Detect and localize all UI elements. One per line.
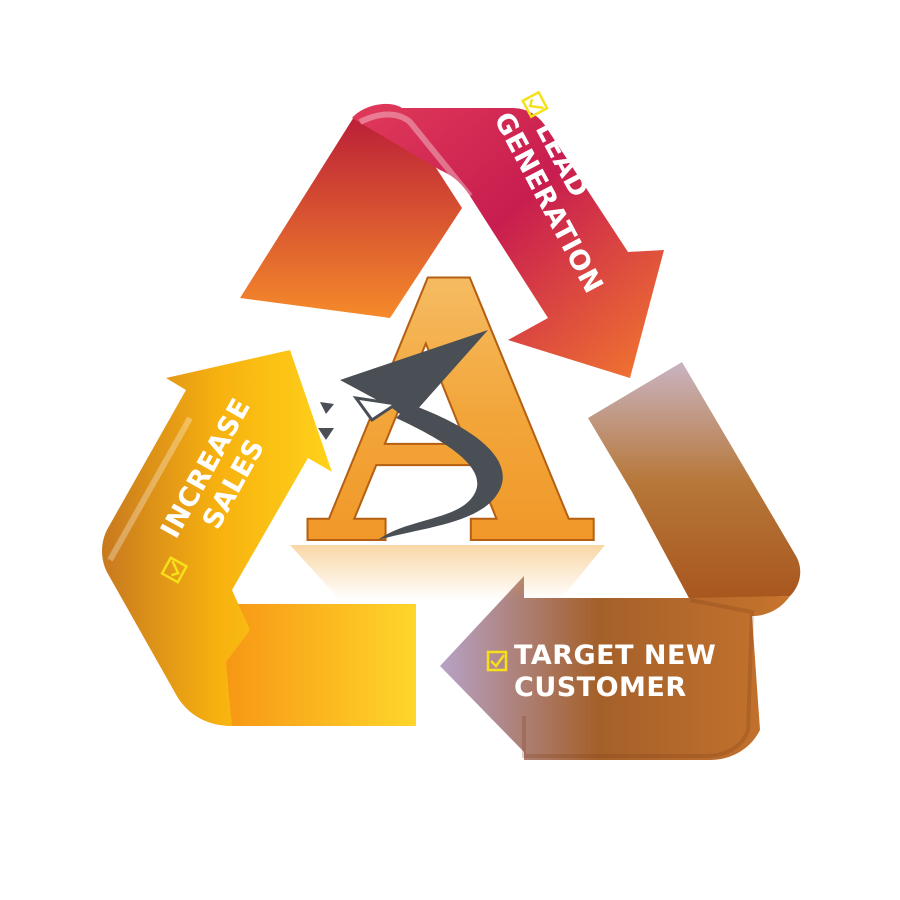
checkbox-icon [486, 650, 508, 672]
target-line-1: TARGET NEW [514, 640, 716, 671]
center-logo: A [290, 201, 605, 626]
arrow-lead-generation [240, 103, 664, 378]
checkbox-icon [521, 90, 549, 119]
target-line-2: CUSTOMER [514, 672, 687, 703]
label-target-new-customer: TARGET NEW CUSTOMER [486, 640, 716, 703]
logo-reflection [290, 545, 605, 600]
checkbox-icon [160, 555, 189, 584]
swoosh-icon [318, 330, 503, 540]
arrow-increase-sales [102, 350, 416, 726]
arrow-target-new-customer [440, 362, 801, 760]
